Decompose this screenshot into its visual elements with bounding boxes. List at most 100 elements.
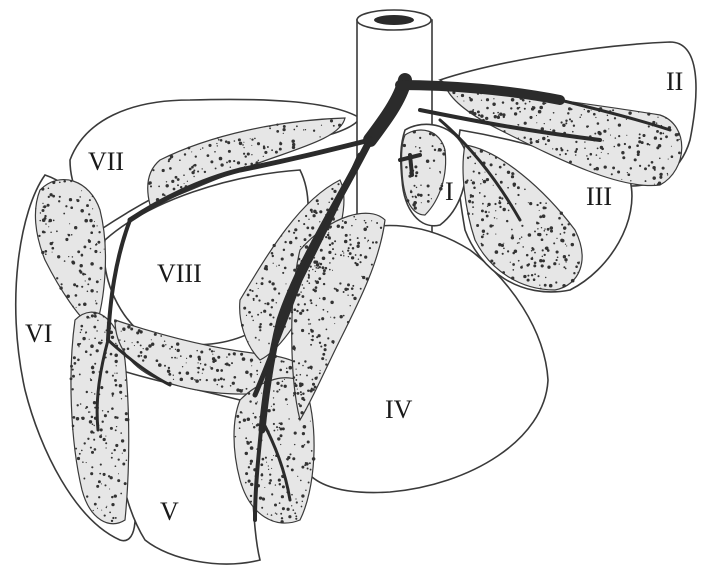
stipple-dot — [149, 181, 152, 184]
stipple-dot — [354, 262, 356, 264]
stipple-dot — [316, 305, 318, 307]
stipple-dot — [177, 178, 180, 181]
stipple-dot — [302, 284, 304, 286]
stipple-dot — [158, 363, 162, 367]
stipple-dot — [276, 266, 277, 267]
stipple-dot — [89, 219, 92, 222]
stipple-dot — [497, 112, 499, 114]
stipple-dot — [86, 204, 89, 207]
stipple-dot — [495, 250, 499, 254]
stipple-dot — [271, 149, 273, 151]
stipple-dot — [115, 384, 118, 387]
stipple-dot — [314, 265, 315, 266]
stipple-dot — [414, 207, 417, 210]
stipple-dot — [545, 143, 547, 145]
stipple-dot — [80, 403, 82, 405]
stipple-dot — [258, 288, 259, 289]
stipple-dot — [123, 348, 126, 351]
stipple-dot — [507, 171, 510, 174]
stipple-dot — [569, 160, 572, 163]
stipple-dot — [314, 289, 317, 292]
stipple-dot — [600, 146, 603, 149]
stipple-dot — [286, 368, 288, 370]
stipple-dot — [441, 143, 442, 144]
stipple-dot — [531, 250, 533, 252]
stipple-dot — [118, 473, 119, 474]
stipple-dot — [160, 335, 162, 337]
stipple-dot — [311, 450, 313, 452]
stipple-dot — [216, 143, 217, 144]
stipple-dot — [299, 312, 302, 315]
stipple-dot — [282, 485, 285, 488]
stipple-dot — [81, 286, 83, 288]
stipple-dot — [488, 211, 489, 212]
stipple-dot — [575, 141, 577, 143]
stipple-dot — [604, 165, 607, 168]
stipple-dot — [196, 350, 198, 352]
stipple-dot — [264, 151, 267, 154]
stipple-dot — [679, 139, 680, 140]
stipple-dot — [276, 513, 278, 515]
stipple-dot — [84, 442, 86, 444]
stipple-dot — [295, 237, 298, 240]
stipple-dot — [487, 206, 488, 207]
stipple-dot — [406, 199, 409, 202]
stipple-dot — [326, 329, 328, 331]
stipple-dot — [220, 369, 223, 372]
stipple-dot — [53, 220, 55, 222]
stipple-dot — [112, 517, 114, 519]
stipple-dot — [211, 350, 213, 352]
stipple-dot — [303, 425, 307, 429]
stipple-dot — [615, 137, 616, 138]
stipple-dot — [223, 379, 225, 381]
stipple-dot — [251, 365, 252, 366]
stipple-dot — [283, 361, 285, 363]
stipple-dot — [328, 202, 329, 203]
stipple-dot — [333, 190, 336, 193]
stipple-dot — [306, 374, 308, 376]
segment-label-vii: VII — [88, 147, 124, 176]
stipple-dot — [320, 370, 321, 371]
stipple-dot — [89, 339, 90, 340]
stipple-dot — [493, 98, 494, 99]
stipple-dot — [303, 129, 304, 130]
stipple-dot — [444, 150, 446, 152]
stipple-dot — [207, 154, 210, 157]
stipple-dot — [310, 469, 312, 471]
stipple-dot — [561, 149, 564, 152]
stipple-dot — [419, 137, 421, 139]
stipple-dot — [73, 416, 76, 419]
stipple-dot — [614, 117, 616, 119]
stipple-dot — [343, 315, 345, 317]
stipple-dot — [309, 462, 311, 464]
stipple-dot — [542, 249, 544, 251]
stipple-dot — [111, 392, 114, 395]
stipple-dot — [547, 139, 550, 142]
stipple-dot — [305, 462, 308, 465]
stipple-dot — [105, 371, 108, 374]
stipple-dot — [528, 263, 530, 265]
stipple-dot — [617, 171, 620, 174]
stipple-dot — [341, 226, 344, 229]
stipple-dot — [514, 112, 517, 115]
stipple-dot — [305, 215, 307, 217]
stipple-dot — [233, 160, 235, 162]
stipple-dot — [180, 378, 184, 382]
stipple-dot — [639, 165, 641, 167]
stipple-dot — [493, 262, 495, 264]
stipple-dot — [656, 122, 658, 124]
stipple-dot — [114, 416, 117, 419]
stipple-dot — [260, 312, 262, 314]
stipple-dot — [502, 271, 505, 274]
stipple-dot — [279, 369, 282, 372]
stipple-dot — [485, 211, 488, 214]
stipple-dot — [178, 372, 181, 375]
stipple-dot — [329, 238, 331, 240]
stipple-dot — [362, 276, 365, 279]
stipple-dot — [535, 140, 538, 143]
stipple-dot — [586, 155, 588, 157]
stipple-dot — [285, 398, 288, 401]
stipple-dot — [204, 363, 206, 365]
stipple-dot — [573, 125, 575, 127]
stipple-dot — [200, 149, 201, 150]
